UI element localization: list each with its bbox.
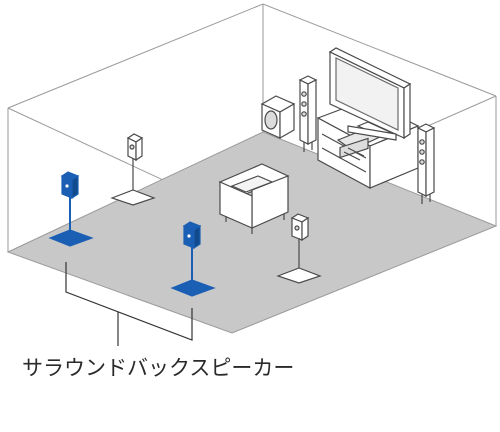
surround-back-left-speaker	[48, 171, 94, 247]
subwoofer	[260, 95, 296, 140]
front-right-speaker	[416, 123, 436, 204]
tv	[328, 47, 412, 141]
surround-back-speaker-caption: サラウンドバックスピーカー	[22, 356, 295, 380]
armchair	[218, 163, 290, 234]
surround-back-right-speaker	[170, 221, 216, 297]
surround-right-speaker	[276, 213, 322, 284]
surround-left-speaker	[110, 133, 156, 206]
callout-bracket	[65, 262, 193, 346]
front-left-speaker	[298, 75, 318, 152]
